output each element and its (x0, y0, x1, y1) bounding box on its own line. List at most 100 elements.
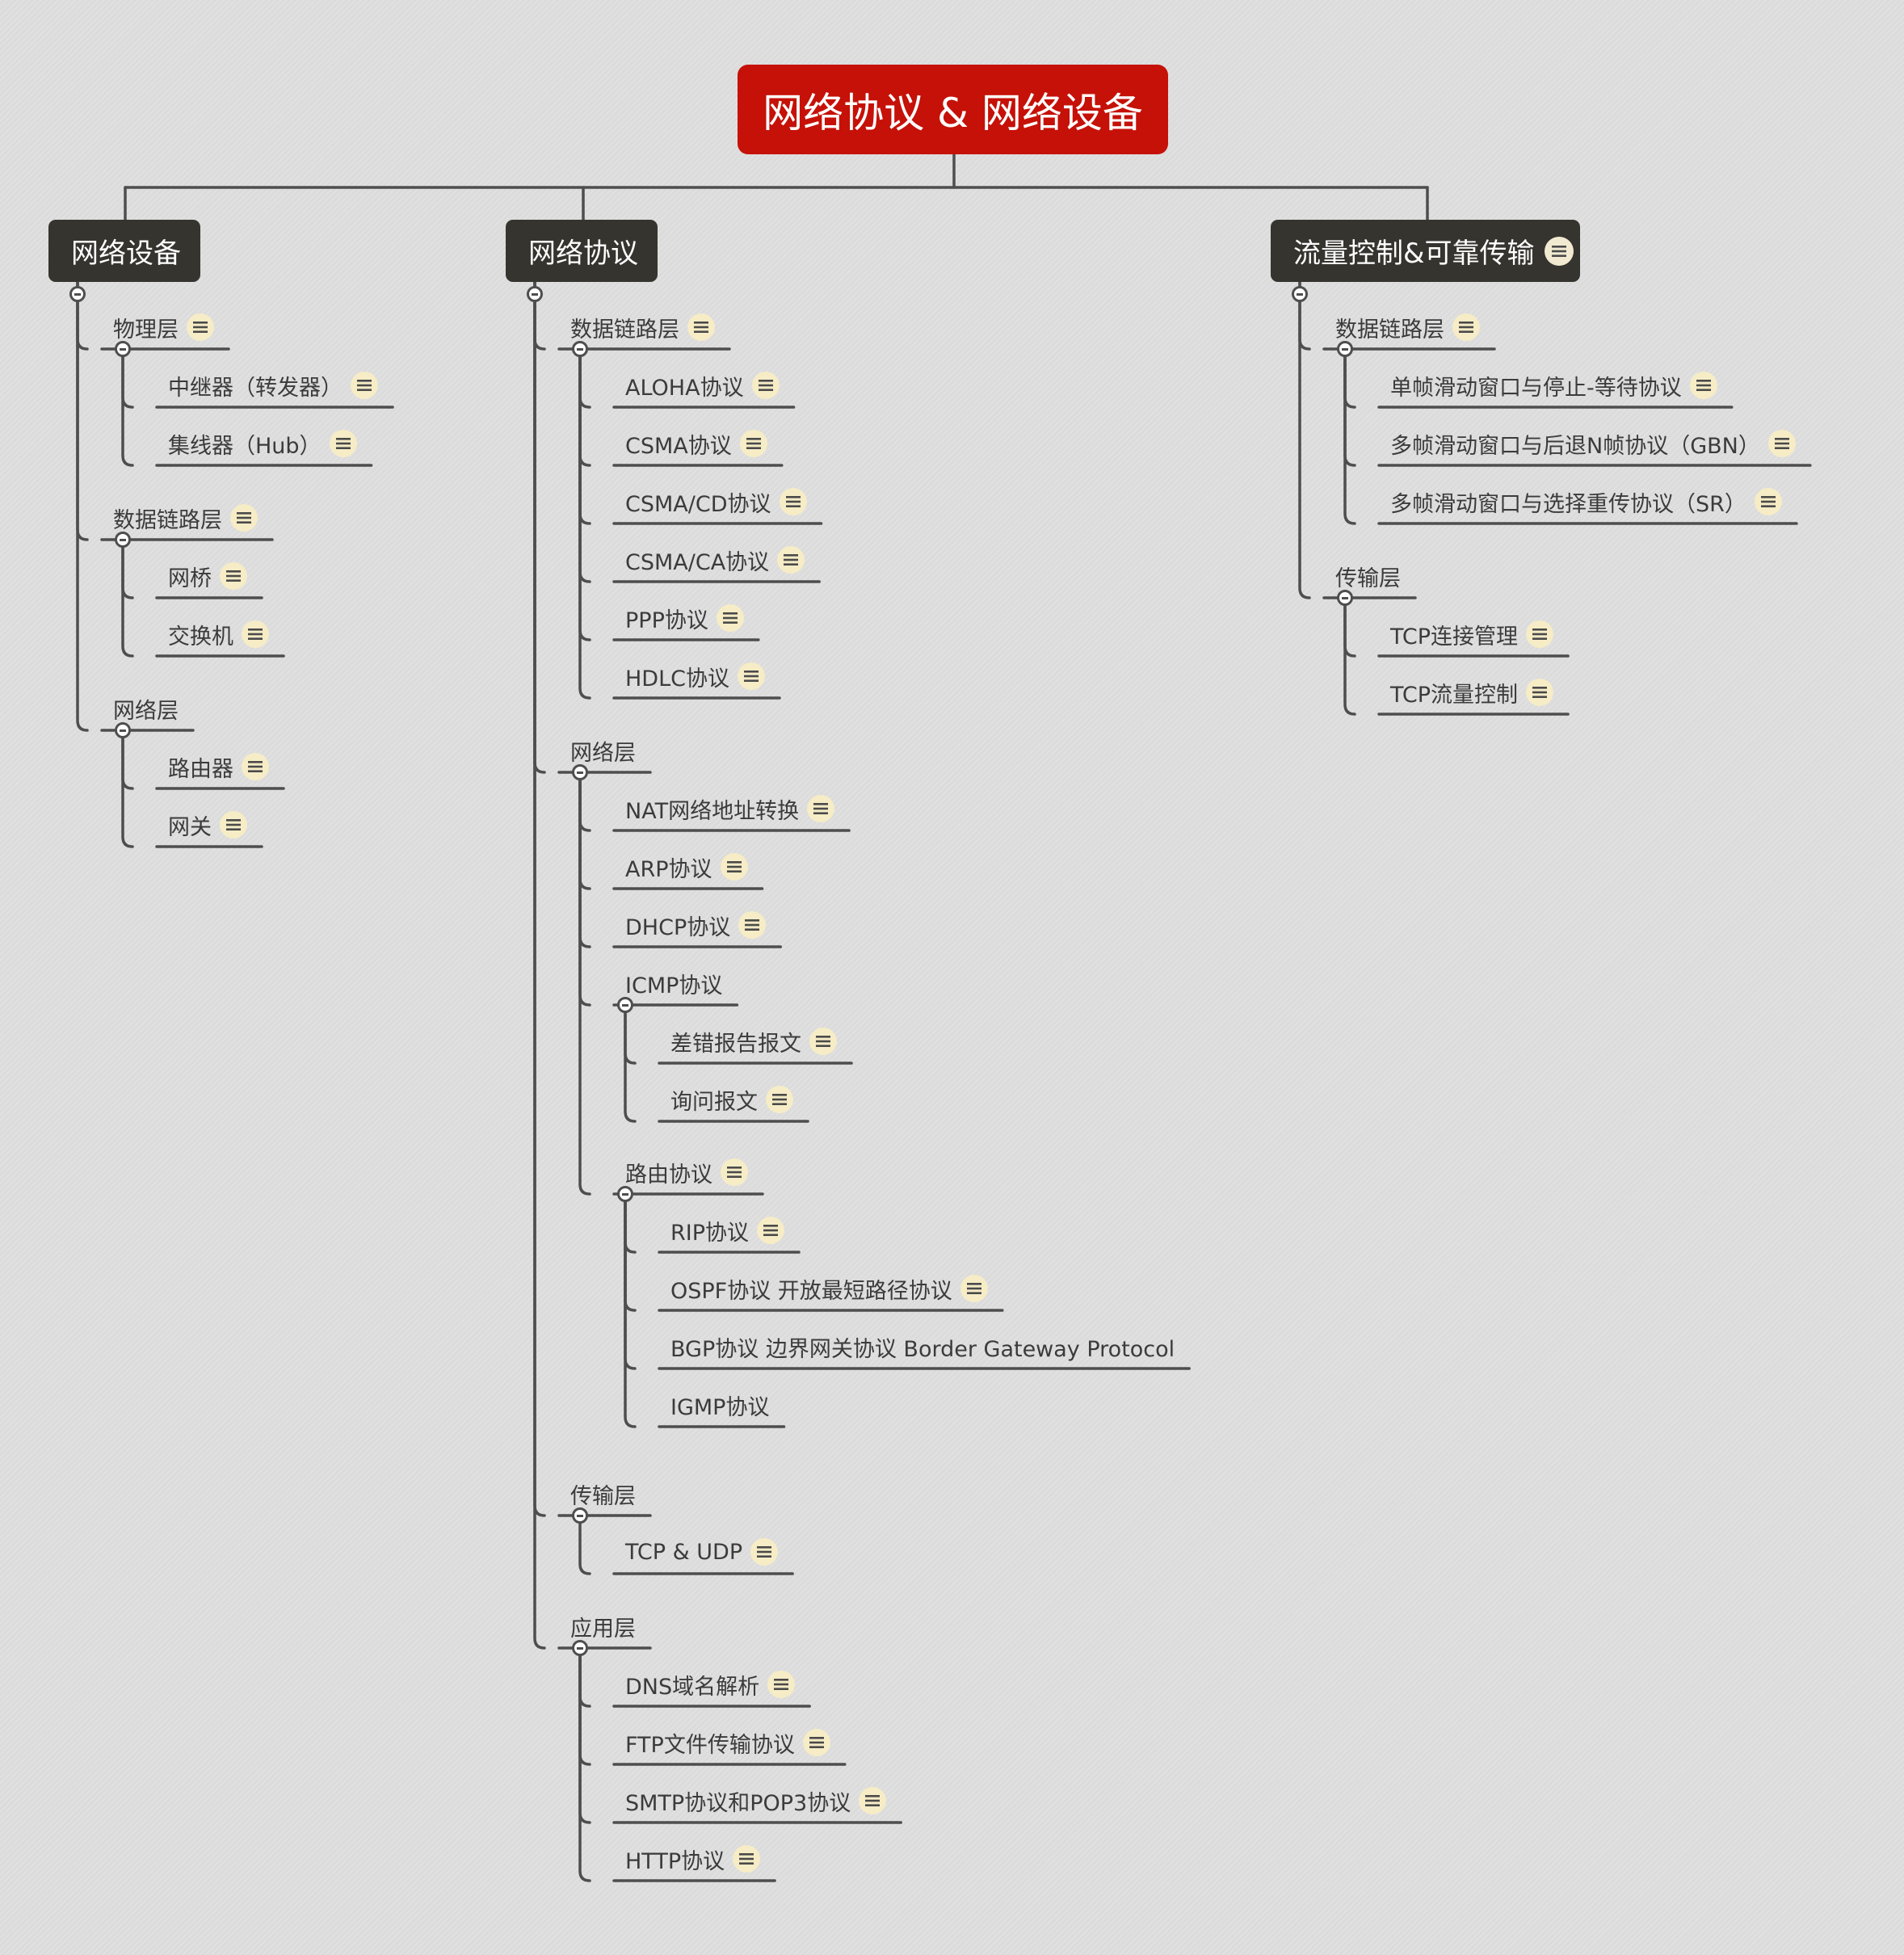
note-icon[interactable] (242, 753, 269, 780)
note-icon[interactable] (767, 1671, 796, 1698)
connector-line (578, 347, 591, 525)
note-icon[interactable] (809, 1028, 837, 1055)
collapse-toggle[interactable] (617, 1186, 633, 1202)
item-node[interactable]: ICMP协议 (625, 967, 722, 999)
note-icon[interactable] (779, 488, 807, 515)
group-node[interactable]: 传输层 (1335, 560, 1401, 592)
note-icon[interactable] (738, 662, 765, 690)
collapse-toggle[interactable] (572, 341, 588, 357)
group-node[interactable]: 数据链路层 (570, 311, 715, 343)
item-node[interactable]: CSMA/CD协议 (625, 486, 807, 518)
note-icon[interactable] (777, 546, 805, 574)
collapse-toggle[interactable] (115, 341, 131, 357)
note-icon[interactable] (721, 1158, 748, 1186)
collapse-toggle[interactable] (572, 1507, 588, 1524)
note-icon[interactable] (242, 620, 269, 648)
item-node[interactable]: ALOHA协议 (625, 369, 780, 402)
sub-item-node[interactable]: BGP协议 边界网关协议 Border Gateway Protocol (670, 1331, 1175, 1363)
note-icon[interactable] (757, 1217, 785, 1244)
note-icon[interactable] (720, 853, 748, 881)
connector-line (578, 771, 591, 832)
note-icon[interactable] (802, 1729, 830, 1756)
item-node[interactable]: 多帧滑动窗口与选择重传协议（SR） (1390, 486, 1782, 518)
note-icon[interactable] (1754, 488, 1782, 515)
item-node[interactable]: 集线器（Hub） (168, 427, 357, 460)
note-icon[interactable] (1689, 372, 1717, 399)
collapse-toggle[interactable] (572, 764, 588, 780)
note-icon[interactable] (859, 1787, 887, 1814)
collapse-toggle[interactable] (1292, 286, 1308, 302)
collapse-toggle[interactable] (115, 722, 131, 738)
branch-topic-1[interactable]: 网络设备 (48, 220, 200, 282)
note-icon[interactable] (807, 795, 835, 822)
note-icon[interactable] (1767, 430, 1796, 457)
note-icon[interactable] (351, 372, 378, 399)
item-node[interactable]: SMTP协议和POP3协议 (625, 1785, 887, 1817)
note-icon[interactable] (716, 604, 744, 632)
item-node[interactable]: 网桥 (168, 560, 247, 592)
note-icon[interactable] (687, 313, 715, 341)
collapse-toggle[interactable] (617, 997, 633, 1013)
item-node[interactable]: 交换机 (168, 618, 269, 650)
item-node[interactable]: TCP & UDP (625, 1536, 779, 1568)
branch-topic-3[interactable]: 流量控制&可靠传输 (1271, 220, 1580, 282)
note-icon[interactable] (960, 1275, 988, 1302)
note-icon[interactable] (751, 372, 780, 399)
group-node-label: 传输层 (570, 1483, 636, 1509)
note-icon[interactable] (1526, 620, 1554, 648)
item-node[interactable]: PPP协议 (625, 602, 744, 634)
note-icon[interactable] (738, 911, 767, 939)
group-node[interactable]: 网络层 (113, 692, 179, 725)
item-node[interactable]: 中继器（转发器） (168, 369, 378, 402)
item-node[interactable]: FTP文件传输协议 (625, 1726, 830, 1759)
item-node[interactable]: HDLC协议 (625, 660, 765, 692)
item-node[interactable]: 网关 (168, 809, 247, 841)
item-node[interactable]: CSMA协议 (625, 427, 767, 460)
note-icon[interactable] (766, 1086, 793, 1113)
item-node[interactable]: 多帧滑动窗口与后退N帧协议（GBN） (1390, 427, 1796, 460)
connector-line (578, 1646, 591, 1824)
item-node[interactable]: HTTP协议 (625, 1843, 761, 1875)
note-icon[interactable] (1526, 679, 1554, 706)
collapse-toggle[interactable] (115, 532, 131, 548)
sub-item-node[interactable]: 差错报告报文 (670, 1025, 837, 1057)
note-icon[interactable] (230, 504, 258, 532)
note-icon[interactable] (187, 313, 214, 341)
sub-item-node[interactable]: IGMP协议 (670, 1389, 769, 1421)
item-node[interactable]: CSMA/CA协议 (625, 544, 805, 576)
group-node[interactable]: 网络层 (570, 734, 636, 767)
note-icon[interactable] (750, 1538, 779, 1566)
root-topic[interactable]: 网络协议 & 网络设备 (738, 65, 1168, 154)
group-node[interactable]: 数据链路层 (113, 502, 258, 534)
collapse-toggle[interactable] (527, 286, 543, 302)
collapse-toggle[interactable] (69, 286, 86, 302)
note-icon[interactable] (220, 562, 247, 590)
item-node[interactable]: TCP流量控制 (1390, 676, 1554, 708)
group-node[interactable]: 物理层 (113, 311, 214, 343)
sub-item-node[interactable]: 询问报文 (670, 1083, 793, 1116)
item-node[interactable]: DNS域名解析 (625, 1668, 796, 1701)
group-node[interactable]: 数据链路层 (1335, 311, 1480, 343)
note-icon[interactable] (1452, 313, 1480, 341)
sub-item-node[interactable]: OSPF协议 开放最短路径协议 (670, 1272, 988, 1305)
item-node[interactable]: 路由协议 (625, 1156, 748, 1188)
item-node[interactable]: TCP连接管理 (1390, 618, 1554, 650)
item-node[interactable]: 单帧滑动窗口与停止-等待协议 (1390, 369, 1717, 402)
sub-item-node[interactable]: RIP协议 (670, 1214, 785, 1247)
collapse-toggle[interactable] (1337, 341, 1353, 357)
item-node[interactable]: DHCP协议 (625, 909, 767, 941)
item-node[interactable]: NAT网络地址转换 (625, 793, 835, 825)
note-icon[interactable] (220, 811, 247, 839)
note-icon[interactable] (739, 430, 767, 457)
item-node-label: ICMP协议 (625, 973, 723, 999)
group-node[interactable]: 应用层 (570, 1610, 636, 1642)
note-icon[interactable] (1544, 236, 1574, 266)
group-node[interactable]: 传输层 (570, 1478, 636, 1510)
branch-topic-2[interactable]: 网络协议 (506, 220, 658, 282)
item-node[interactable]: ARP协议 (625, 851, 748, 883)
note-icon[interactable] (733, 1845, 761, 1873)
collapse-toggle[interactable] (1337, 590, 1353, 606)
collapse-toggle[interactable] (572, 1640, 588, 1656)
note-icon[interactable] (329, 430, 357, 457)
item-node[interactable]: 路由器 (168, 750, 269, 783)
